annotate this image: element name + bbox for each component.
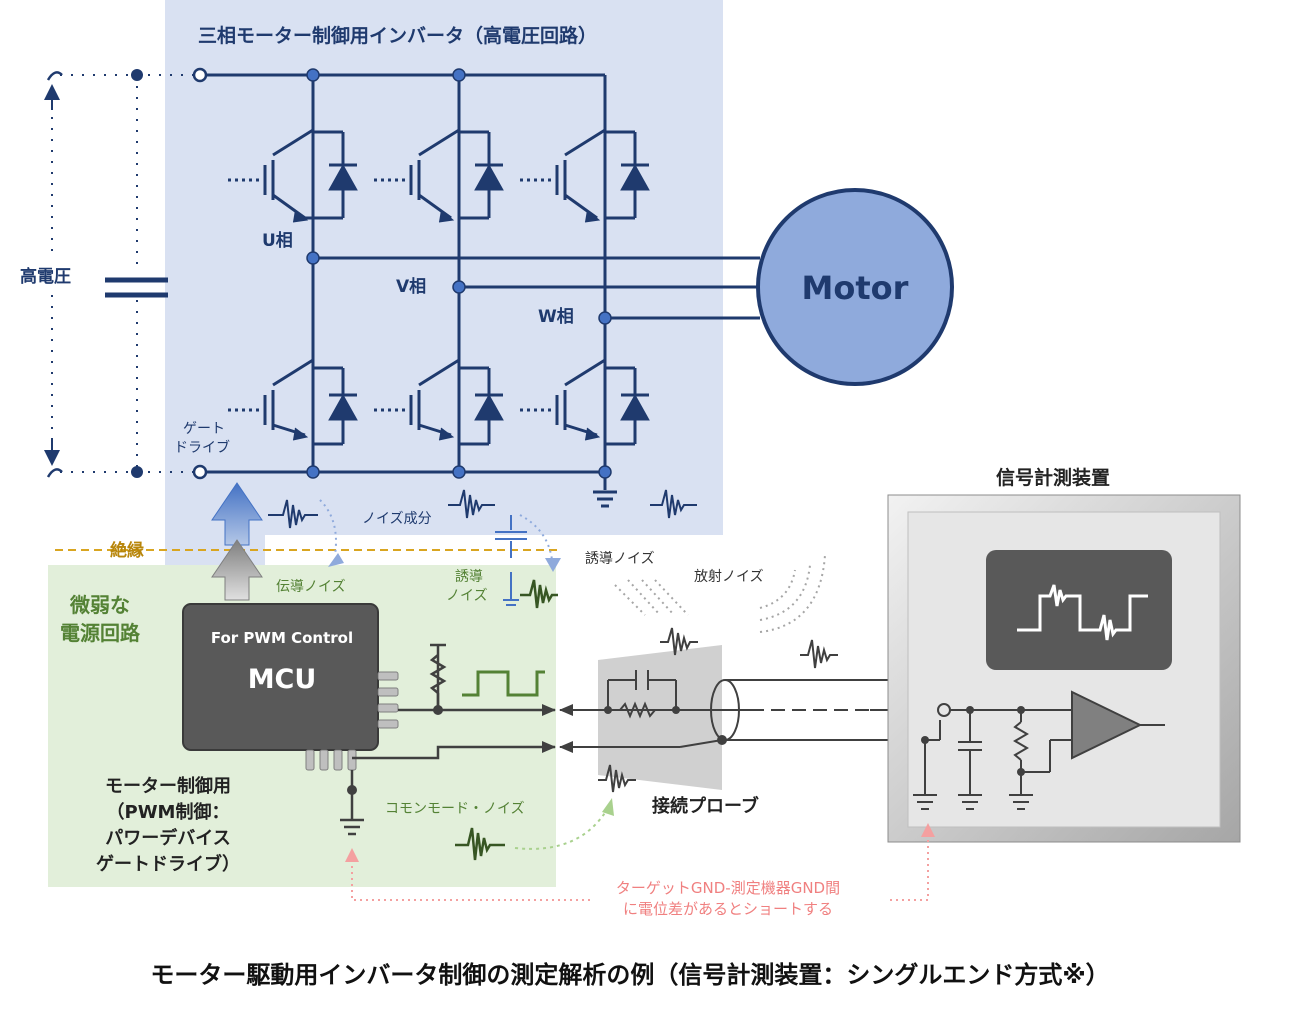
probe-body (598, 645, 722, 790)
common-mode-wave-icon (455, 827, 505, 861)
warning-line-2: に電位差があるとショートする (623, 900, 833, 918)
gate-drive-label-2: ドライブ (174, 439, 230, 456)
probe-label: 接続プローブ (652, 795, 759, 817)
noise-component-label: ノイズ成分 (362, 511, 432, 527)
gate-drive-label: ゲート (183, 421, 225, 437)
motor-label: Motor (802, 269, 909, 307)
gate-signal-arrow (211, 482, 263, 601)
igbt-upper-v (374, 110, 504, 238)
figure-caption: モーター駆動用インバータ制御の測定解析の例（信号計測装置：シングルエンド方式※） (150, 961, 1109, 989)
green-noise-wave-icon (520, 579, 558, 609)
probe-induced-noise-label: 誘導ノイズ (585, 551, 655, 567)
ground-icon (593, 490, 617, 508)
igbt-lower-u (228, 340, 358, 450)
mcu-desc-line-2: （PWM制御： (107, 801, 230, 823)
phase-v-label: V相 (396, 276, 426, 297)
screen-waveform (1017, 584, 1148, 641)
radiated-noise-label: 放射ノイズ (694, 569, 764, 585)
mcu-name: MCU (248, 664, 317, 695)
induced-noise-label-lp-2: ノイズ (446, 588, 488, 604)
common-mode-noise-label: コモンモード・ノイズ (385, 801, 525, 817)
probe-noise-wave-icon (598, 764, 636, 793)
radiated-noise-wave-icon (660, 627, 698, 656)
isolation-label: 絶縁 (110, 540, 144, 561)
mcu-subtitle: For PWM Control (211, 629, 353, 647)
phase-w-label: W相 (538, 306, 574, 327)
mcu-desc-line-4: ゲートドライブ） (96, 853, 240, 875)
inverter-title: 三相モーター制御用インバータ（高電圧回路） (198, 24, 597, 47)
igbt-lower-w (520, 340, 650, 450)
high-voltage-label: 高電圧 (20, 266, 71, 287)
motor (756, 188, 954, 386)
radiated-noise-wave-icon-2 (800, 639, 838, 669)
noise-wave-icon (268, 489, 697, 529)
phase-u-label: U相 (262, 230, 293, 251)
mcu-description: モーター制御用 （PWM制御： パワーデバイス ゲートドライブ） (96, 775, 240, 875)
warning-line-1: ターゲットGND-測定機器GND間 (616, 879, 840, 897)
igbt-lower-v (374, 340, 504, 450)
pwm-wave-icon (462, 670, 545, 697)
igbt-upper-w (520, 110, 650, 238)
dc-link-capacitor (105, 277, 168, 298)
inverter-region (165, 0, 723, 535)
induced-noise-label-lp: 誘導 (455, 569, 483, 585)
low-power-title-2: 電源回路 (60, 621, 141, 645)
igbt-upper-u (228, 110, 358, 238)
conducted-noise-label: 伝導ノイズ (276, 579, 346, 595)
mcu-desc-line-3: パワーデバイス (105, 827, 230, 849)
instrument-title: 信号計測装置 (996, 466, 1110, 489)
amplifier-icon (1071, 690, 1143, 760)
mcu-desc-line-1: モーター制御用 (105, 775, 231, 797)
low-power-title: 微弱な (69, 593, 130, 617)
